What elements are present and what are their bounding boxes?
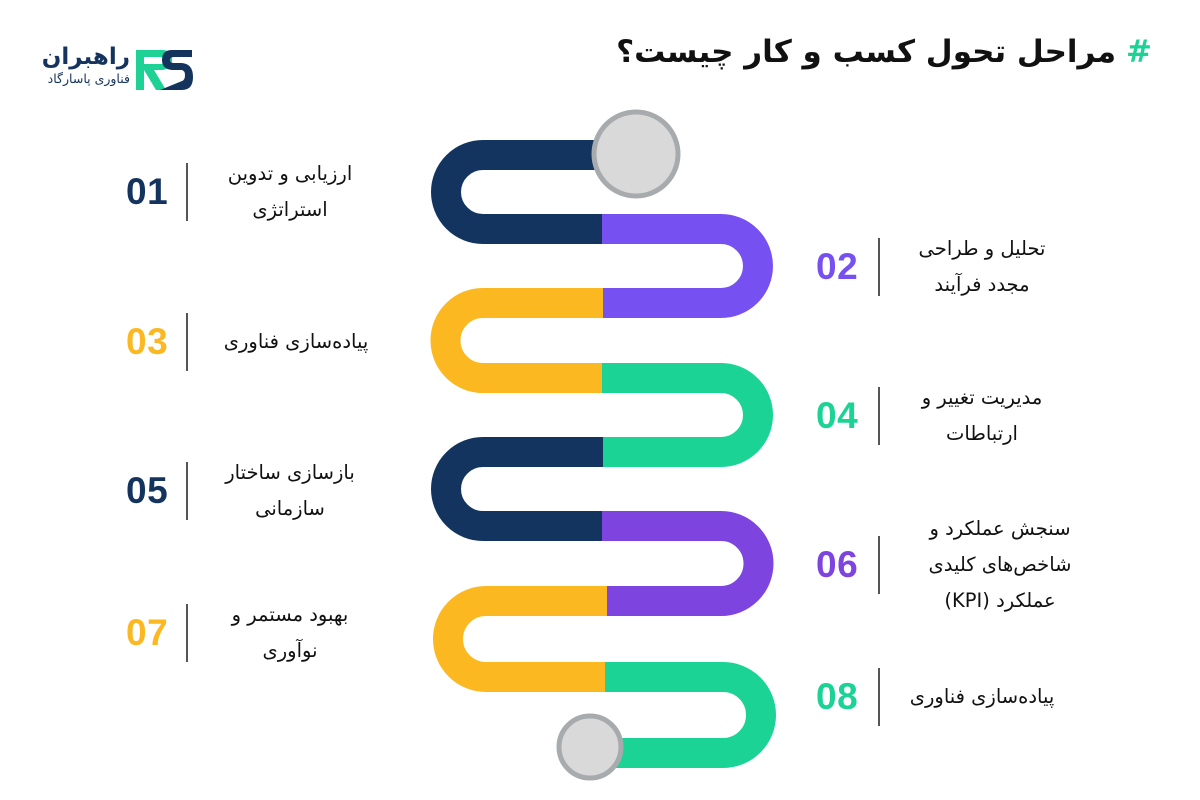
step-number: 06 [816,544,859,585]
step-number: 05 [126,470,169,511]
step-06: 06 سنجش عملکرد و شاخص‌های کلیدی عملکرد (… [0,517,1200,612]
step-label: ارزیابی و تدوین استراتژی [227,162,353,221]
path-segment-02 [602,214,773,318]
step-number: 08 [816,676,859,717]
step-divider [186,163,188,221]
path-segment-04 [602,363,773,467]
page-title: #مراحل تحول کسب و کار چیست؟ [616,34,1152,70]
step-divider [878,668,880,726]
step-07: 07 بهبود مستمر و نوآوری [0,603,400,662]
step-04: 04 مدیریت تغییر و ارتباطات [0,386,1200,445]
path-segment-05 [431,437,603,541]
step-divider [878,387,880,445]
step-number: 04 [816,395,859,436]
path-segment-06 [602,511,774,616]
step-02: 02 تحلیل و طراحی مجدد فرآیند [0,237,1200,296]
brand-name: راهبران [41,44,130,70]
end-node-icon [556,713,624,781]
brand-logo: راهبران فناوری پاسارگاد [38,40,198,98]
step-08: 08 پیاده‌سازی فناوری [0,668,1200,726]
step-03: 03 پیاده‌سازی فناوری [0,313,400,371]
step-number: 03 [126,321,169,362]
path-segment-08 [590,662,776,768]
rs-logo-icon [136,50,193,90]
step-number: 07 [126,612,169,653]
step-label: پیاده‌سازی فناوری [223,330,369,353]
start-node-icon [591,109,681,199]
step-01: 01 ارزیابی و تدوین استراتژی [0,162,400,221]
step-divider [186,604,188,662]
step-number: 02 [816,246,859,287]
page-title-text: مراحل تحول کسب و کار چیست؟ [616,34,1117,70]
step-divider [186,313,188,371]
step-divider [186,462,188,520]
step-05: 05 بازسازی ساختار سازمانی [0,461,400,520]
hash-icon: # [1126,34,1152,70]
step-label: تحلیل و طراحی مجدد فرآیند [918,237,1046,296]
path-segment-01 [431,140,636,244]
path-segment-07 [433,586,607,692]
step-label: بازسازی ساختار سازمانی [225,461,355,520]
step-label: مدیریت تغییر و ارتباطات [921,386,1043,445]
step-divider [878,536,880,594]
brand-text: راهبران فناوری پاسارگاد [38,44,130,88]
brand-subtitle: فناوری پاسارگاد [47,71,130,86]
step-number: 01 [126,171,169,212]
step-label: پیاده‌سازی فناوری [909,685,1055,708]
step-label: بهبود مستمر و نوآوری [231,603,349,662]
path-segment-03 [430,288,603,393]
step-divider [878,238,880,296]
step-label: سنجش عملکرد و شاخص‌های کلیدی عملکرد (KPI… [928,517,1072,612]
